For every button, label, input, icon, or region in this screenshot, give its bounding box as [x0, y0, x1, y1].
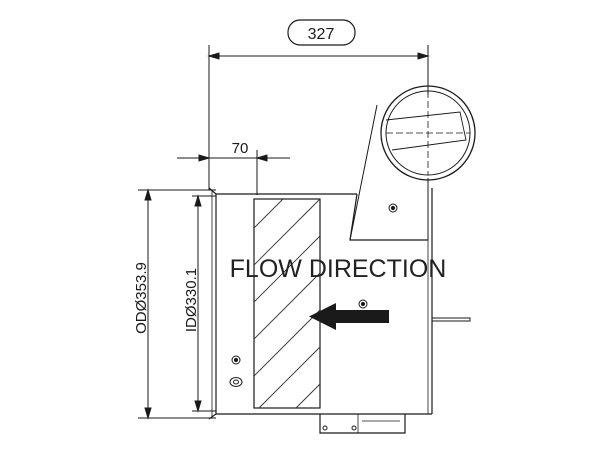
arrowhead-od-bottom [144, 407, 152, 420]
support-tab [432, 317, 471, 322]
arrowhead-id-bottom [194, 400, 202, 413]
dimension-label-od: ODØ353.9 [133, 262, 150, 334]
mounting-foot [319, 414, 406, 434]
bolt-icon [322, 425, 328, 431]
bolt-icon [351, 425, 357, 431]
bracket-sides [349, 104, 429, 241]
dimension-327 [207, 19, 430, 190]
outlet-pipe [380, 85, 476, 181]
sensor-port-icon [229, 377, 243, 387]
bolt-icon [231, 355, 241, 365]
muffler-body [208, 104, 471, 434]
bolt-icon [358, 299, 368, 309]
arrowhead-od-top [144, 188, 152, 201]
filter-element [253, 198, 321, 409]
filter-hatching [253, 198, 321, 409]
bolt-center-icon [233, 357, 239, 363]
bracket-plate [349, 193, 428, 241]
bolt-center-icon [360, 301, 366, 307]
dimension-label-327: 327 [308, 26, 335, 43]
inlet-flange [208, 187, 217, 420]
dimension-badge [287, 19, 356, 46]
arrow-left-icon [309, 303, 389, 330]
arrowhead-70-left [198, 154, 211, 162]
arrowhead-id-top [194, 194, 202, 207]
fasteners [229, 203, 398, 431]
outlet-outer-circle [380, 85, 476, 181]
sensor-port-center-icon [233, 379, 239, 385]
flow-direction-label: FLOW DIRECTION [230, 255, 447, 283]
dimension-70 [177, 150, 290, 195]
dimension-od [138, 188, 216, 420]
bolt-center-icon [390, 205, 396, 211]
arrowhead-left [207, 52, 220, 60]
arrowhead-70-right [255, 154, 268, 162]
dimension-label-id: IDØ330.1 [183, 268, 200, 332]
dimension-label-70: 70 [232, 140, 249, 157]
outlet-flange-plate [385, 111, 467, 151]
bolt-icon [388, 203, 398, 213]
arrowhead-right [417, 52, 430, 60]
